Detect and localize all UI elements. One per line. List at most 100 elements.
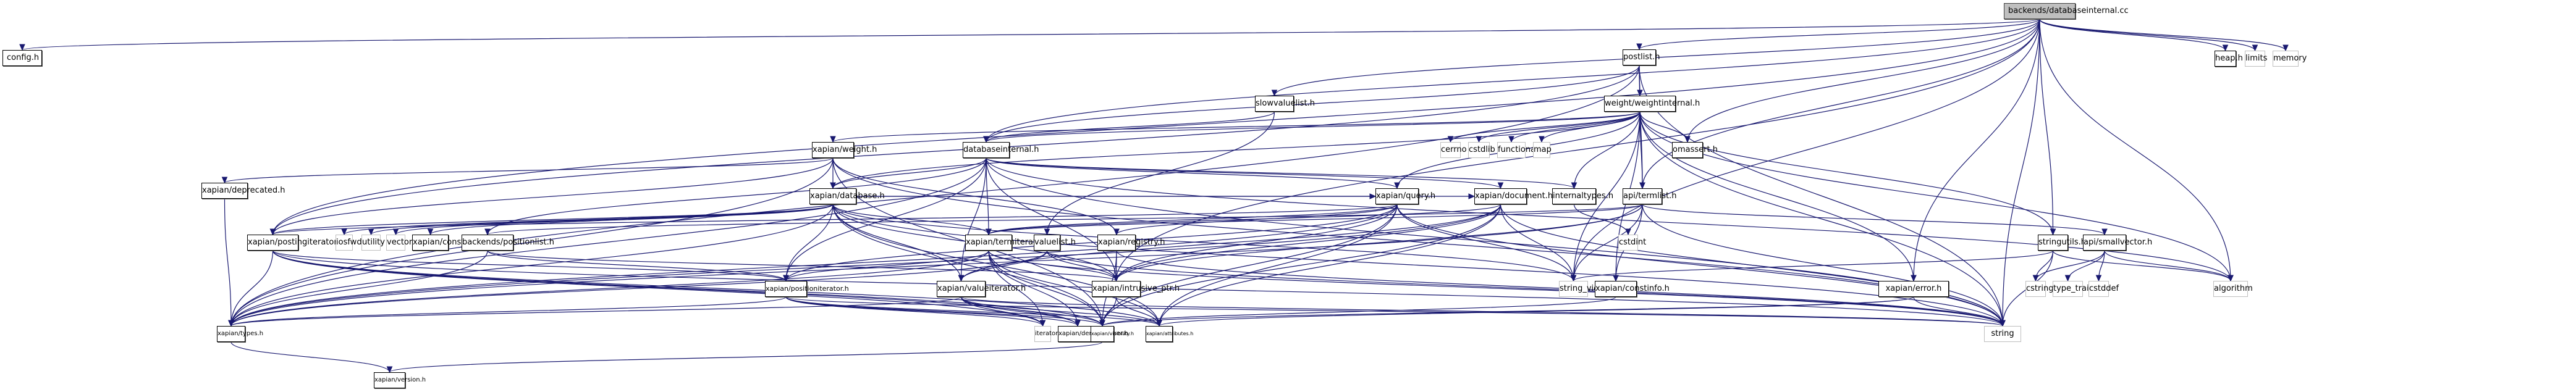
edge-positioniterator-to-types [230,296,787,327]
edge-valuelist-to-valueiterator [960,250,1048,281]
node-limits[interactable]: limits [2245,51,2267,67]
arrowhead-smallvector-to-cstddef [2095,275,2102,282]
node-postlist-h[interactable]: postlist.h [1623,49,1660,65]
edge-databaseinternal-to-document [986,157,1501,189]
node-xapian-document-h[interactable]: xapian/document.h [1474,188,1553,204]
node-backends-positionlist-h[interactable]: backends/positionlist.h [462,235,554,251]
node-utility[interactable]: utility [361,235,385,251]
node-databaseinternal-h[interactable]: databaseinternal.h [963,142,1039,158]
node-xapian-deprecated-h[interactable]: xapian/deprecated.h [201,183,285,199]
node-xapian-database-h[interactable]: xapian/database.h [809,188,885,204]
node-xapian-positioniterator-h[interactable]: xapian/positioniterator.h [765,281,849,297]
arrowhead-weightinternal-to-termlist [1639,182,1645,190]
node-xapian-registry-h[interactable]: xapian/registry.h [1097,235,1165,251]
node-xapian-constants-h[interactable]: xapian/constants.h [412,235,489,251]
node-root[interactable]: backends/databaseinternal.cc [2004,3,2129,19]
node-map[interactable]: map [1533,142,1552,158]
node-xapian-attributes-h[interactable]: xapian/attributes.h [1146,326,1193,342]
edge-databaseinternal-to-positioniterator [785,157,987,281]
edge-postingiterator-to-positioniterator [272,250,787,281]
edge-root-to-string_view [1573,19,2040,281]
node-slowvaluelist-h[interactable]: slowvaluelist.h [1255,96,1315,112]
edge-error-to-attributes [1159,296,1914,327]
edge-postingiterator-to-types [230,250,274,327]
node-xapian-valueiterator-h[interactable]: xapian/valueiterator.h [937,281,1026,297]
node-xapian-error-h[interactable]: xapian/error.h [1878,281,1949,297]
edge-valueiterator-to-iterator [960,296,1044,327]
node-memory[interactable]: memory [2273,51,2307,67]
node-xapian-constinfo-h[interactable]: xapian/constinfo.h [1595,281,1670,297]
edge-termlist-to-termiterator [988,204,1643,235]
node-xapian-termiterator-h[interactable]: xapian/termiterator.h [965,235,1052,251]
arrowhead-stringutils-to-string [2000,320,2006,327]
edge-root-to-omassert [1687,19,2040,143]
arrowhead-weightinternal-to-error [1911,275,1917,282]
edge-root-to-stringutils [2039,19,2054,235]
node-iosfwd[interactable]: iosfwd [336,235,362,251]
edge-visibility-to-version [389,341,1103,373]
edge-postlist-to-databaseinternal [986,65,1640,143]
node-cstdlib[interactable]: cstdlib [1468,142,1495,158]
node-iterator[interactable]: iterator [1034,326,1058,342]
arrowhead-query-to-registry [1113,228,1120,236]
node-omassert-h[interactable]: omassert.h [1672,142,1718,158]
node-xapian-types-h[interactable]: xapian/types.h [217,326,263,342]
arrowhead-weight-to-deprecated [221,177,228,184]
edge-positioniterator-to-visibility [785,296,1103,327]
node-internaltypes-h[interactable]: internaltypes.h [1552,188,1613,204]
arrowhead-root-to-memory [2283,44,2289,52]
edge-postlist-to-types [230,65,1640,327]
edge-error-to-visibility [1102,296,1914,327]
node-api-smallvector-h[interactable]: api/smallvector.h [2083,235,2152,251]
edge-termiterator-to-intrusive_ptr [988,250,1117,281]
edge-weightinternal-to-cerrno [1450,111,1641,143]
node-api-termlist-h[interactable]: api/termlist.h [1623,188,1677,204]
edge-smallvector-to-algorithm [2104,250,2231,281]
node-heap-h[interactable]: heap.h [2215,51,2243,67]
edge-positioniterator-to-attributes [785,296,1160,327]
node-stringutils-h[interactable]: stringutils.h [2038,235,2086,251]
edge-database-to-positioniterator [785,204,834,281]
node-string-view[interactable]: string_view [1559,281,1605,297]
edge-error-to-string [1913,296,2003,327]
arrowhead-error-to-attributes [1156,320,1162,327]
node-weightinternal-h[interactable]: weight/weightinternal.h [1604,96,1700,112]
node-cerrno[interactable]: cerrno [1440,142,1467,158]
edge-query-to-intrusive_ptr [1115,204,1398,281]
node-config-h[interactable]: config.h [2,50,42,66]
node-xapian-query-h[interactable]: xapian/query.h [1375,188,1435,204]
node-cstddef[interactable]: cstddef [2088,281,2119,297]
edge-document-to-termiterator [988,204,1501,235]
edge-database-to-postingiterator [272,204,834,235]
node-xapian-weight-h[interactable]: xapian/weight.h [812,142,877,158]
edge-weight-to-deprecated [224,157,834,183]
node-xapian-postingiterator-h[interactable]: xapian/postingiterator.h [247,235,344,251]
arrowhead-root-to-limits [2252,44,2258,52]
edge-root-to-config [22,19,2040,51]
node-valuelist-h[interactable]: valuelist.h [1034,235,1076,251]
arrowhead-database-to-iosfwd [341,228,347,236]
node-cstring[interactable]: cstring [2025,281,2053,297]
edge-databaseinternal-to-database [832,157,987,189]
node-functional[interactable]: functional [1497,142,1538,158]
edge-root-to-postlist [1639,19,2040,50]
edge-termlist-to-positionlist [487,204,1643,235]
node-string[interactable]: string [1984,326,2021,342]
node-xapian-intrusive-ptr-h[interactable]: xapian/intrusive_ptr.h [1092,281,1180,297]
node-xapian-visibility-h[interactable]: xapian/visibility.h [1091,326,1134,342]
edge-slowvaluelist-to-databaseinternal [986,111,1275,143]
node-type-traits[interactable]: type_traits [2053,281,2096,297]
arrowhead-root-to-postlist [1636,43,1642,51]
node-cstdint[interactable]: cstdint [1618,235,1646,251]
edge-query-to-termiterator [988,204,1398,235]
edge-termiterator-to-iterator [988,250,1044,327]
arrowhead-visibility-to-version [386,366,393,373]
edge-databaseinternal-to-internaltypes [986,157,1575,189]
node-algorithm[interactable]: algorithm [2213,281,2253,297]
arrowhead-smallvector-to-cstring [2032,275,2039,282]
node-vector[interactable]: vector [386,235,412,251]
node-xapian-version-h[interactable]: xapian/version.h [374,372,426,388]
arrowhead-databaseinternal-to-query [1394,182,1400,190]
edge-smallvector-to-cstring [2035,250,2105,281]
edge-weightinternal-to-string_view [1573,111,1641,281]
